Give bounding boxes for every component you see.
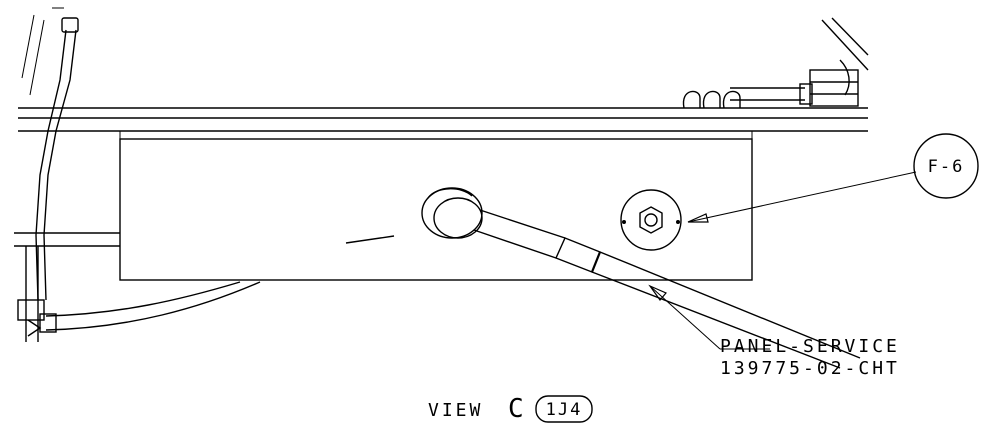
callout-label: F-6 <box>928 157 965 177</box>
view-letter: C <box>508 394 524 424</box>
view-prefix: VIEW <box>428 400 483 421</box>
part-name-label: PANEL-SERVICE <box>720 336 900 357</box>
part-leader <box>648 284 770 350</box>
top-right-hose-assembly <box>682 17 869 109</box>
view-caption: VIEW C 1J4 <box>428 394 593 424</box>
service-cable <box>473 209 861 369</box>
frame-rails <box>18 107 868 132</box>
part-number-label: 139775-02-CHT <box>720 358 900 379</box>
callout-f6: F-6 <box>687 133 979 223</box>
left-hoses <box>14 7 261 342</box>
panel-fitting <box>620 189 682 251</box>
round-connector <box>421 187 483 239</box>
panel-dash-mark <box>345 235 395 244</box>
zone-reference: 1J4 <box>546 400 583 420</box>
service-panel <box>119 131 753 281</box>
